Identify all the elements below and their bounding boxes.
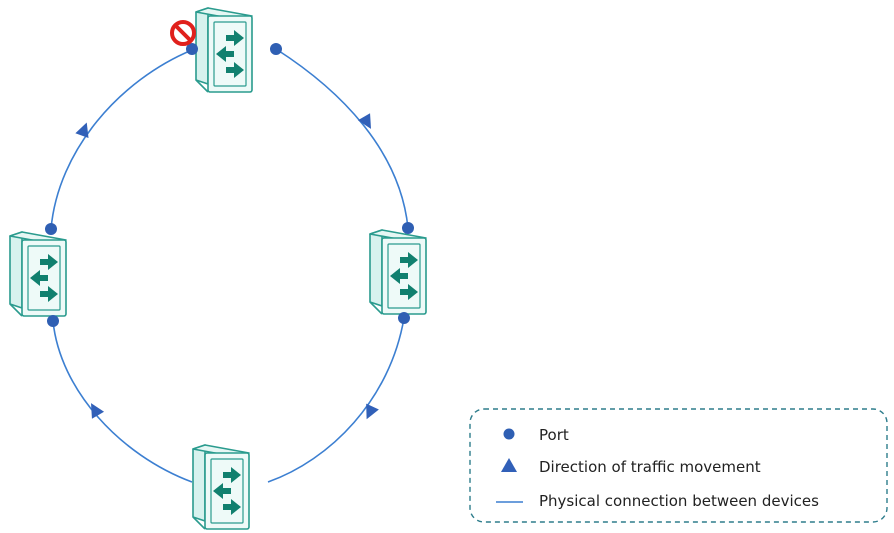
port [270,43,282,55]
ports [45,43,414,327]
port [402,222,414,234]
legend-connection-label: Physical connection between devices [539,492,819,510]
legend-port-icon [503,428,515,440]
legend: Port Direction of traffic movement Physi… [469,408,888,523]
switch-right [369,229,427,315]
link-bottom-left [52,320,193,483]
legend-port-label: Port [539,426,569,444]
blocked-port-icon [170,20,196,46]
network-switch-icon [192,444,250,530]
link-top-right [275,48,409,229]
port [47,315,59,327]
legend-box [469,408,888,523]
port [398,312,410,324]
network-switch-icon [9,231,67,317]
traffic-direction-markers [75,113,379,423]
port [45,223,57,235]
link-left-top [50,49,193,230]
ring-links [50,48,409,483]
link-right-bottom [267,317,405,483]
port [186,43,198,55]
switch-left [9,231,67,317]
network-switch-icon [369,229,427,315]
network-switch-icon [195,7,253,93]
direction-marker [84,399,105,419]
legend-direction-icon [501,458,517,472]
legend-direction-label: Direction of traffic movement [539,458,761,476]
switch-top [195,7,253,93]
direction-marker [360,403,379,423]
switch-bottom [192,444,250,530]
